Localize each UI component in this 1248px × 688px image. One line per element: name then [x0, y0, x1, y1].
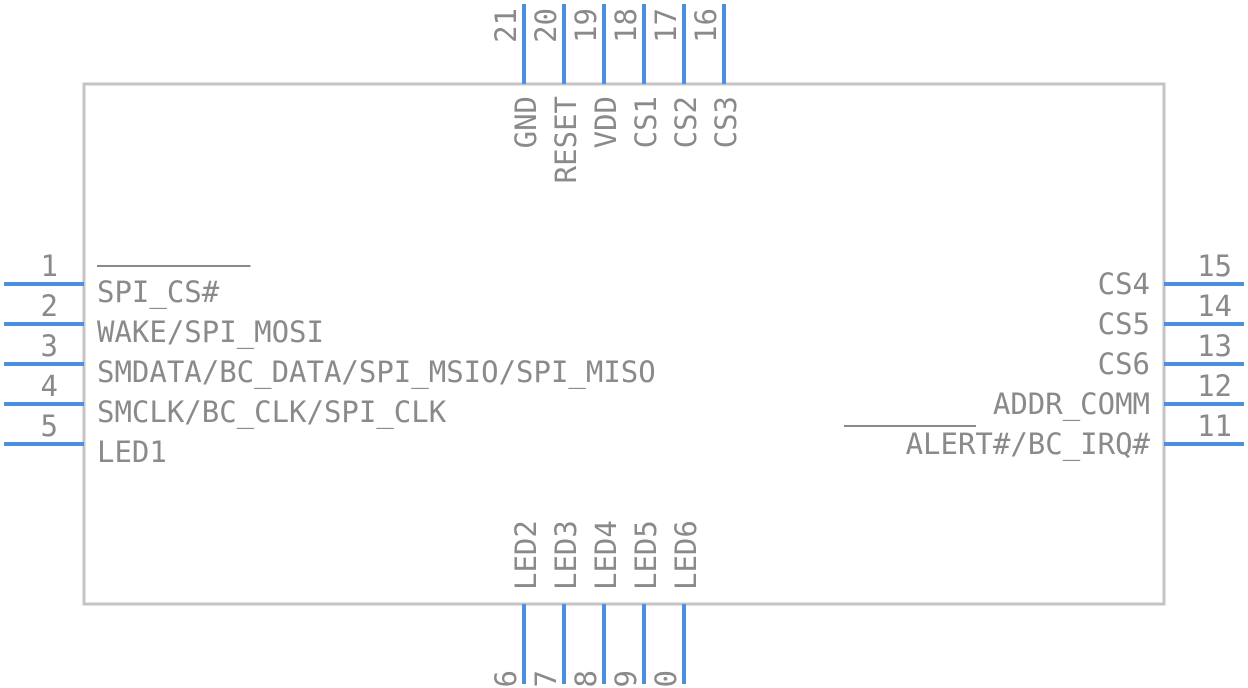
pin-15-number: 15	[1197, 249, 1232, 283]
pin-16-number: 16	[689, 8, 723, 43]
pin-6-name: LED2	[509, 520, 543, 590]
pin-10-number: 10	[649, 670, 683, 688]
pin-12-number: 12	[1197, 369, 1232, 403]
pin-19-name: VDD	[589, 96, 623, 148]
component-body	[82, 82, 1166, 606]
pin-20-number: 20	[529, 8, 563, 43]
pin-9-name: LED5	[629, 520, 663, 590]
pin-8-name: LED4	[589, 520, 623, 590]
pin-21-name: GND	[509, 96, 543, 148]
pin-8-number: 8	[569, 670, 603, 687]
pin-4-number: 4	[41, 369, 58, 403]
pin-6-number: 6	[489, 670, 523, 687]
pin-12-name: ADDR_COMM	[993, 387, 1150, 422]
pin-4-name: SMCLK/BC_CLK/SPI_CLK	[97, 395, 447, 430]
pin-14-number: 14	[1197, 289, 1232, 323]
pin-17-number: 17	[649, 8, 683, 43]
pin-11-number: 11	[1197, 409, 1232, 443]
pin-14-name: CS5	[1098, 307, 1150, 341]
pin-5-number: 5	[41, 409, 58, 443]
pin-3-name: SMDATA/BC_DATA/SPI_MSIO/SPI_MISO	[97, 355, 656, 390]
pin-2-number: 2	[41, 289, 58, 323]
pin-5-name: LED1	[97, 435, 167, 469]
pin-20-name: RESET	[549, 96, 583, 183]
pin-3-number: 3	[41, 329, 58, 363]
pin-7-number: 7	[529, 670, 563, 687]
pin-1-name: SPI_CS#	[97, 275, 220, 310]
pin-2-name: WAKE/SPI_MOSI	[97, 315, 324, 350]
pin-21-number: 21	[489, 8, 523, 43]
pin-11-name: ALERT#/BC_IRQ#	[906, 427, 1151, 462]
pin-10-name: LED6	[669, 520, 703, 590]
pin-13-name: CS6	[1098, 347, 1150, 381]
pin-18-name: CS1	[629, 96, 663, 148]
pin-9-number: 9	[609, 670, 643, 687]
pin-15-name: CS4	[1098, 267, 1150, 301]
pin-16-name: CS3	[709, 96, 743, 148]
pin-13-number: 13	[1197, 329, 1232, 363]
pin-7-name: LED3	[549, 520, 583, 590]
pin-19-number: 19	[569, 8, 603, 43]
pin-18-number: 18	[609, 8, 643, 43]
pin-17-name: CS2	[669, 96, 703, 148]
pin-1-number: 1	[41, 249, 58, 283]
